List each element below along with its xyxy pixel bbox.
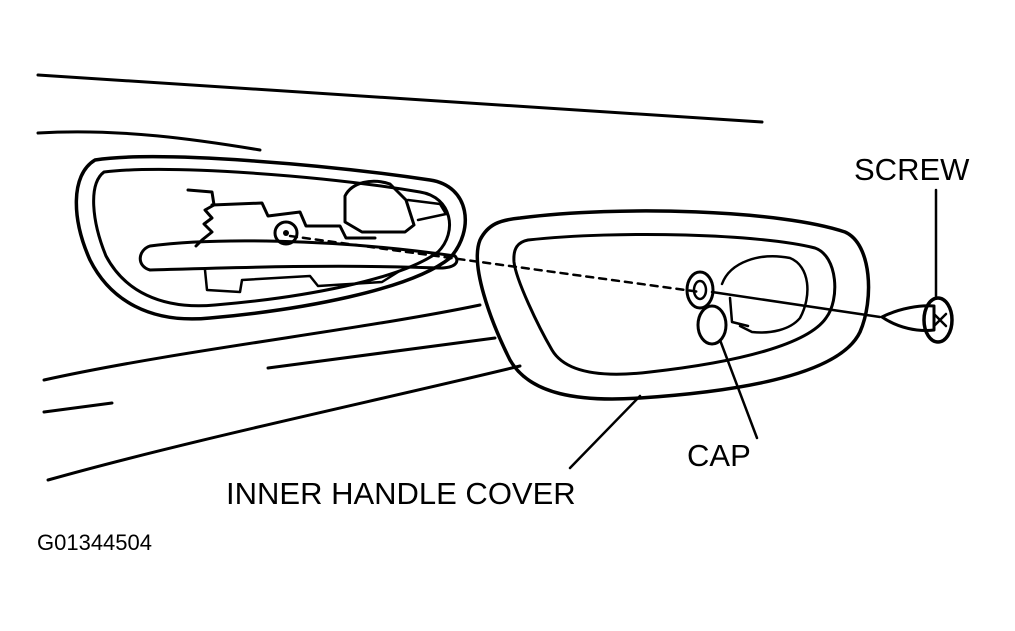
cap-label: CAP — [687, 438, 751, 473]
alignment-lines — [288, 234, 882, 319]
door-panel-lines — [36, 73, 764, 482]
door-handle-recess — [74, 155, 468, 321]
figure-code: G01344504 — [37, 530, 152, 555]
cap-leader-line — [718, 338, 759, 440]
inner-handle-cover — [475, 209, 871, 401]
cover-leader-line — [568, 394, 642, 470]
inner-handle-cover-label: INNER HANDLE COVER — [226, 476, 576, 511]
screw — [880, 296, 954, 344]
leader-lines — [568, 188, 938, 470]
handle-mechanism — [138, 179, 459, 294]
screw-label: SCREW — [854, 152, 970, 187]
